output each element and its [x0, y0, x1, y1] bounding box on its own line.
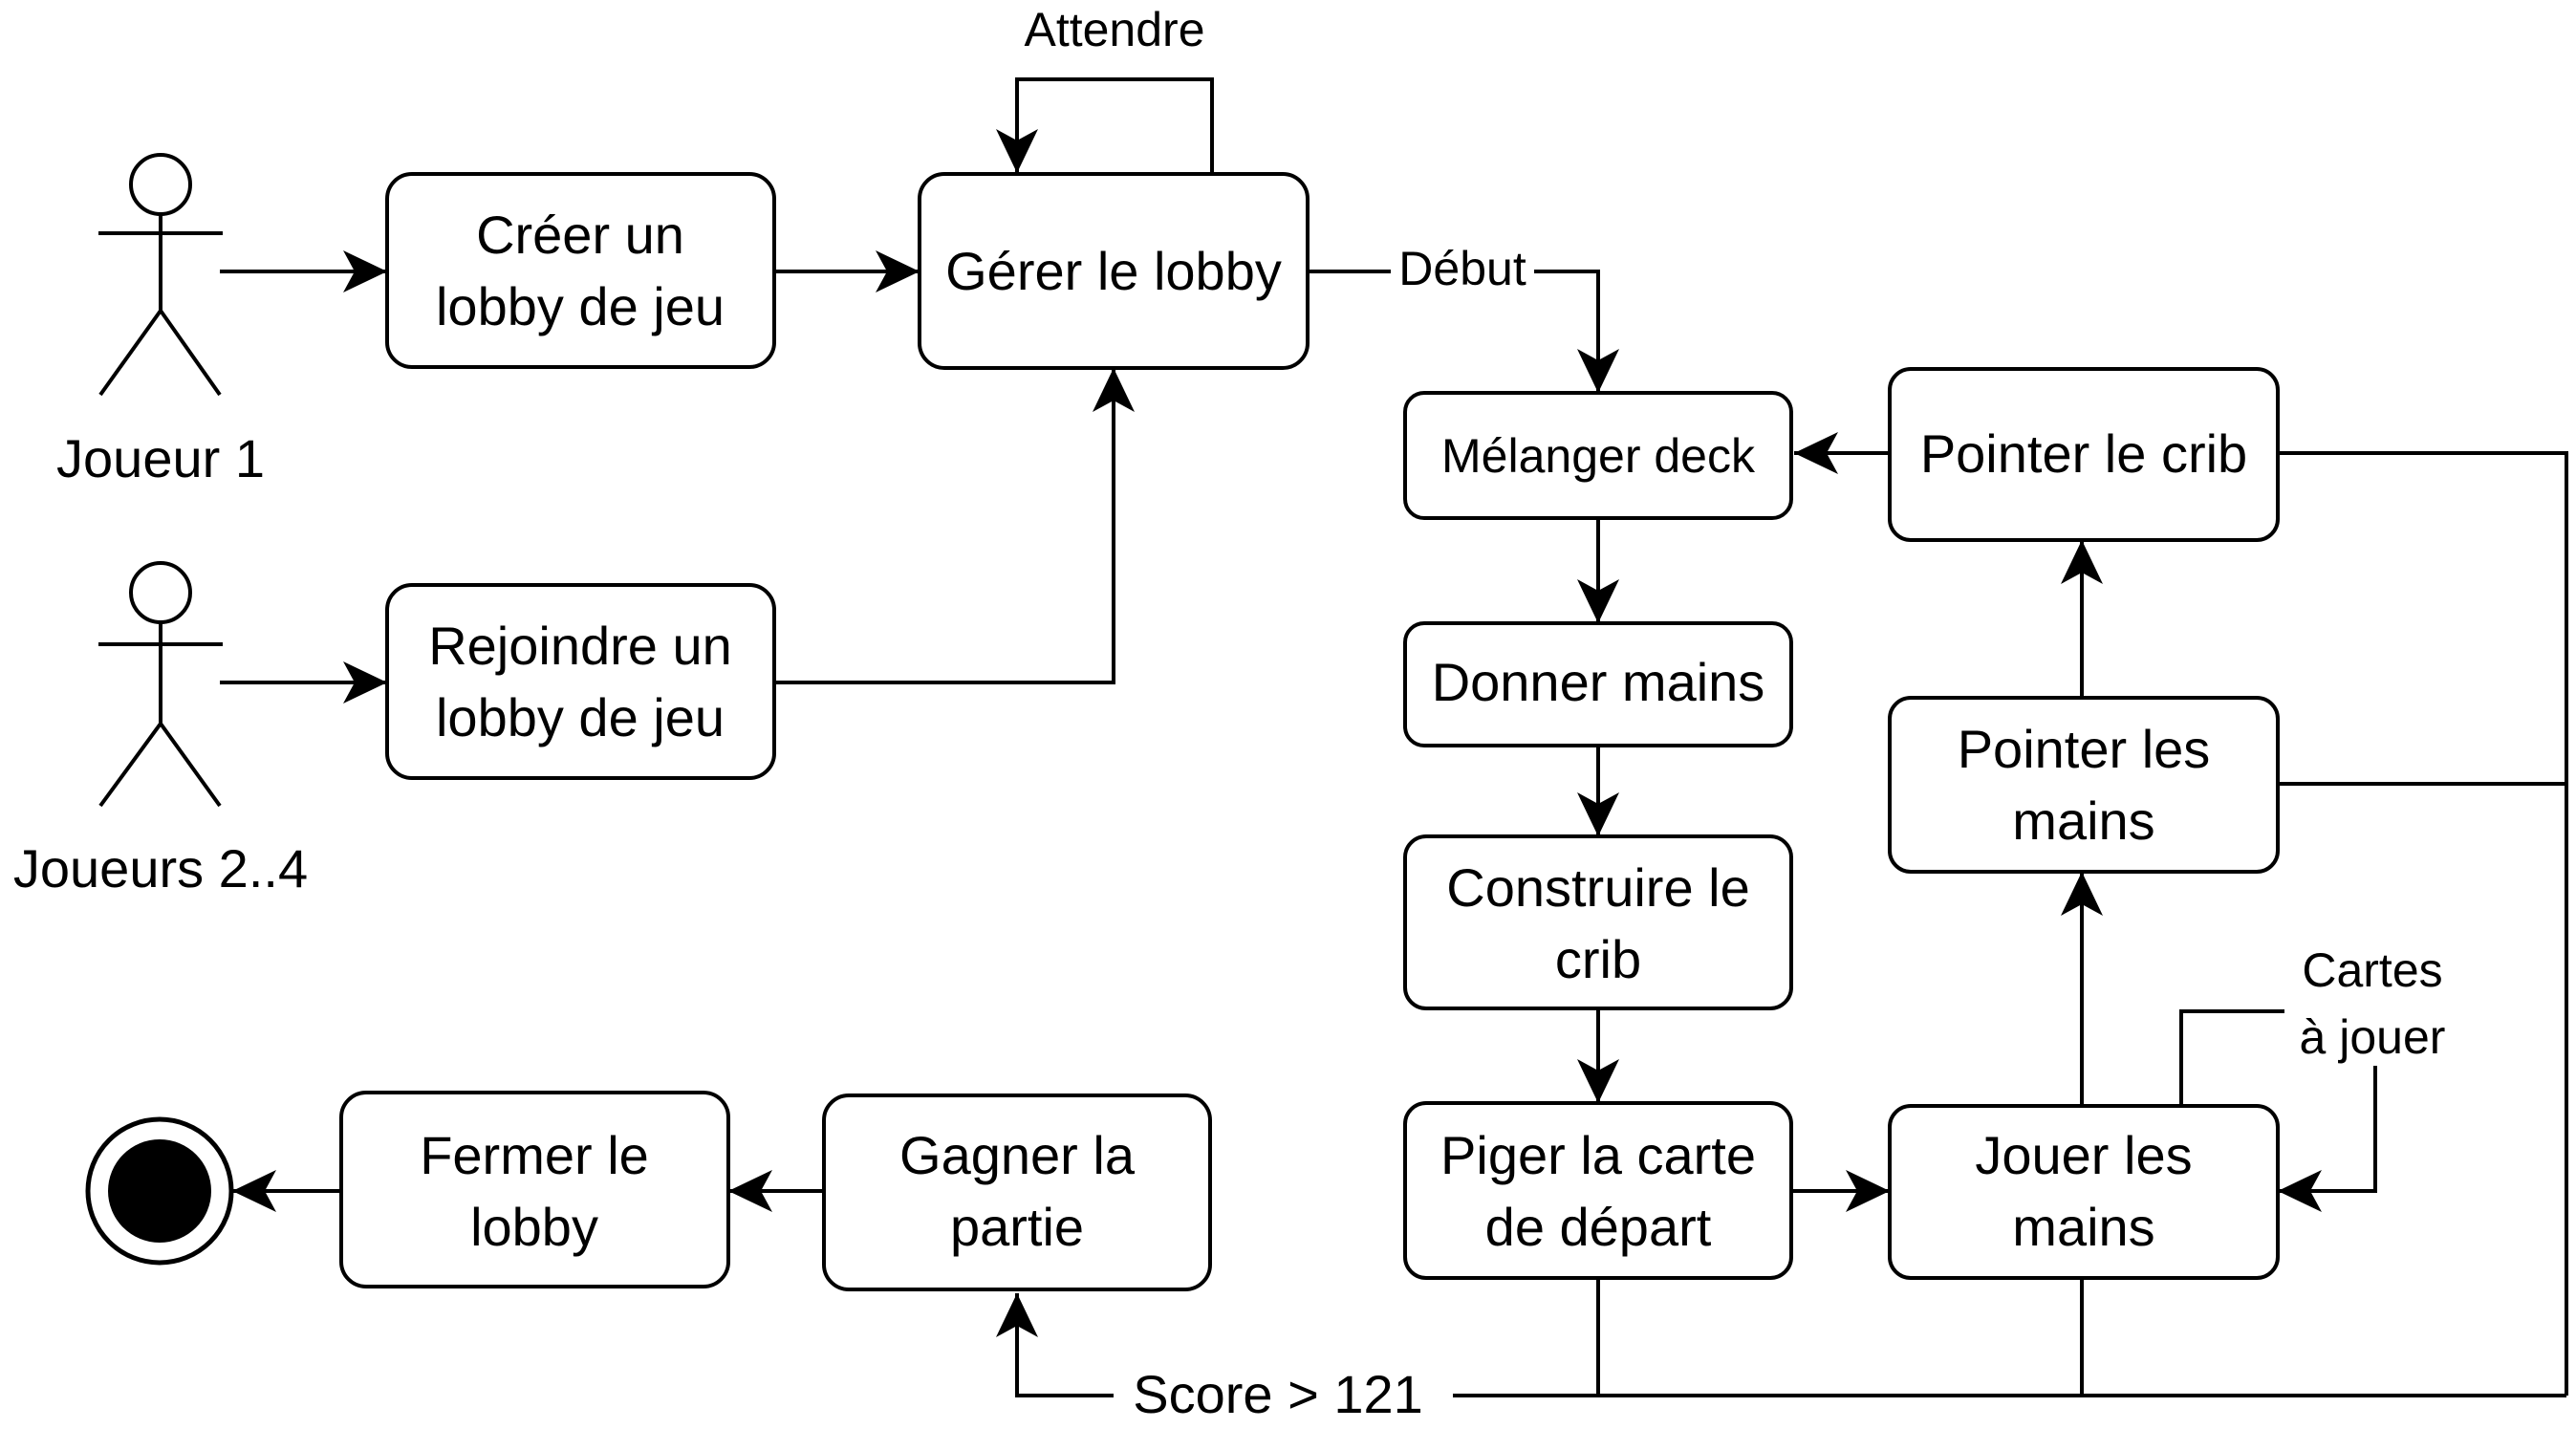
svg-text:Donner mains: Donner mains — [1432, 652, 1765, 712]
node-close-lobby: Fermer le lobby — [339, 1091, 730, 1288]
node-join-lobby: Rejoindre un lobby de jeu — [385, 583, 776, 780]
svg-text:de départ: de départ — [1485, 1197, 1712, 1257]
svg-text:lobby de jeu: lobby de jeu — [436, 687, 725, 747]
actor-player-1: Joueur 1 — [56, 153, 265, 488]
svg-text:Fermer le: Fermer le — [420, 1125, 649, 1185]
actor-player-1-label: Joueur 1 — [56, 428, 265, 488]
node-manage-lobby: Gérer le lobby — [918, 172, 1310, 370]
edge-label-cards-line1: Cartes — [2302, 943, 2442, 997]
svg-text:Jouer les: Jouer les — [1975, 1125, 2192, 1185]
actor-players-2-4-label: Joueurs 2..4 — [13, 838, 308, 899]
node-count-hands: Pointer les mains — [1888, 696, 2280, 874]
svg-text:crib: crib — [1555, 929, 1641, 989]
edge-join-manage — [774, 368, 1135, 684]
svg-text:partie: partie — [950, 1197, 1084, 1257]
edge-label-start: Début — [1398, 242, 1526, 295]
edge-crib-bus — [2278, 451, 2568, 1396]
svg-text:Créer un: Créer un — [476, 205, 684, 265]
svg-text:lobby: lobby — [470, 1197, 598, 1257]
node-shuffle-deck: Mélanger deck — [1403, 391, 1793, 520]
final-state-icon — [85, 1116, 234, 1266]
svg-text:Pointer le crib: Pointer le crib — [1920, 423, 2247, 484]
svg-text:Gagner la: Gagner la — [899, 1125, 1136, 1185]
edge-label-cards-line2: à jouer — [2300, 1010, 2446, 1064]
edge-bottom-bus — [996, 1293, 2566, 1397]
edge-label-score: Score > 121 — [1133, 1364, 1423, 1424]
edge-wait-loop — [996, 77, 1214, 173]
actor-players-2-4: Joueurs 2..4 — [13, 561, 308, 899]
node-deal-hands: Donner mains — [1403, 621, 1793, 747]
svg-text:mains: mains — [2012, 790, 2154, 851]
svg-text:Construire le: Construire le — [1446, 857, 1749, 918]
svg-text:Pointer les: Pointer les — [1958, 719, 2211, 779]
svg-text:mains: mains — [2012, 1197, 2154, 1257]
svg-text:Piger la carte: Piger la carte — [1440, 1125, 1756, 1185]
node-win-game: Gagner la partie — [822, 1093, 1212, 1291]
svg-text:Rejoindre un: Rejoindre un — [428, 616, 732, 676]
node-create-lobby: Créer un lobby de jeu — [385, 172, 776, 369]
edge-label-wait: Attendre — [1024, 3, 1204, 56]
svg-text:Gérer le lobby: Gérer le lobby — [945, 241, 1282, 301]
node-play-hands: Jouer les mains — [1888, 1104, 2280, 1280]
svg-text:Mélanger deck: Mélanger deck — [1441, 429, 1756, 483]
node-count-crib: Pointer le crib — [1888, 367, 2280, 542]
svg-text:lobby de jeu: lobby de jeu — [436, 276, 725, 336]
node-build-crib: Construire le crib — [1403, 834, 1793, 1010]
node-draw-start-card: Piger la carte de départ — [1403, 1101, 1793, 1280]
